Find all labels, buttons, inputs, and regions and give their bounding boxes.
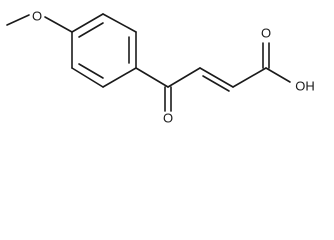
ring-bond-4 [102, 67, 137, 88]
carbonyl-alkene-bond [167, 67, 201, 88]
ring-inner-bond-3 [78, 63, 104, 79]
ring-inner-bond-1 [78, 22, 104, 38]
bonds [6, 13, 291, 112]
ketone-oxygen-label: O [163, 110, 173, 125]
carboxyl-hydroxyl-bond [265, 67, 291, 83]
methoxy-oxygen-label: O [32, 8, 42, 23]
chemical-structure-diagram: O O O OH [6, 8, 315, 125]
alkene-bond [199, 67, 234, 88]
carboxyl-oxygen-label: O [261, 25, 271, 40]
ring-carbonyl-bond [135, 67, 169, 88]
methoxy-ring-bond [44, 16, 73, 33]
alkene-carboxyl-bond [232, 67, 267, 88]
hydroxyl-label: OH [295, 78, 315, 93]
alkene-inner-bond [202, 75, 230, 92]
atom-labels: O O O OH [32, 8, 315, 125]
ring-bond-1 [71, 13, 104, 33]
ring-bond-5 [71, 67, 104, 88]
ring-bond-2 [102, 13, 137, 33]
methyl-bond [6, 14, 30, 26]
